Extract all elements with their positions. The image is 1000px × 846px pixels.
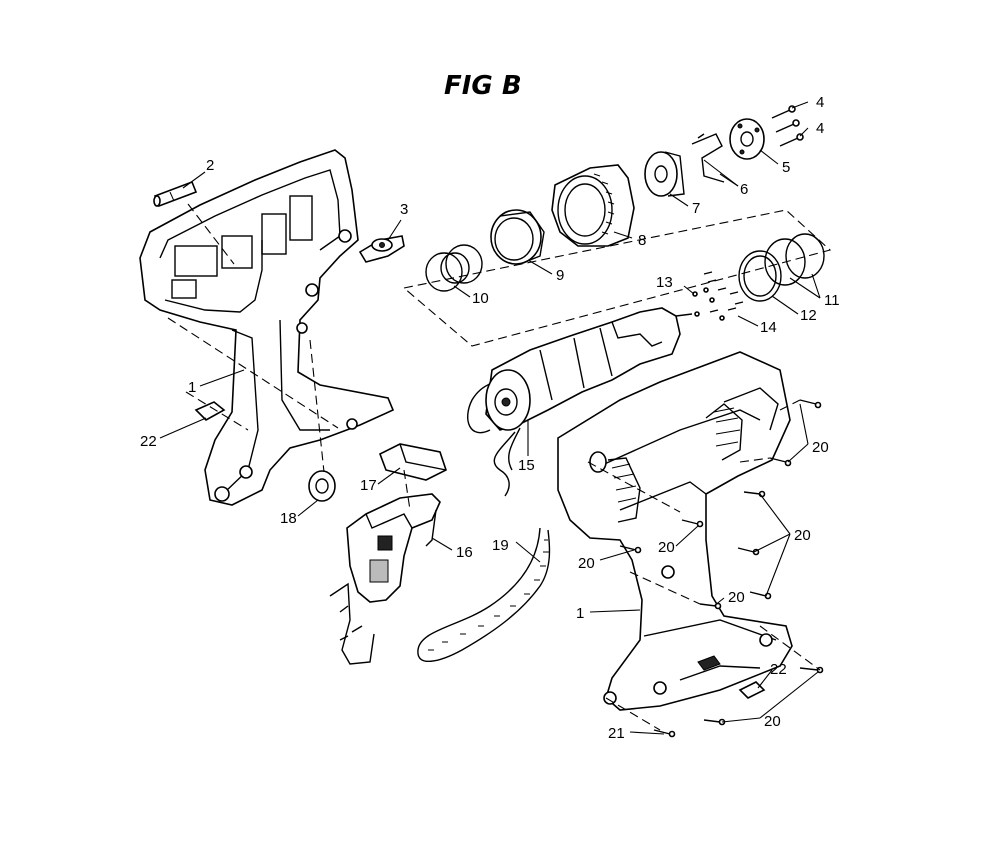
label-2: 2 <box>206 157 214 174</box>
label-1b: 1 <box>576 605 584 622</box>
label-15: 15 <box>518 457 535 474</box>
figure-title: FIG B <box>444 71 522 101</box>
label-20c: 20 <box>658 539 675 556</box>
label-9: 9 <box>556 267 564 284</box>
motor-gearbox-part <box>467 307 693 497</box>
small-clip-right <box>738 681 766 699</box>
label-11: 11 <box>824 292 840 309</box>
label-6: 6 <box>740 181 748 198</box>
label-22a: 22 <box>140 433 157 450</box>
label-19: 19 <box>492 537 509 554</box>
label-20b: 20 <box>794 527 811 544</box>
label-13: 13 <box>656 274 673 291</box>
label-21: 21 <box>608 725 625 742</box>
clips-part <box>691 133 725 183</box>
small-wheel-part <box>308 470 336 502</box>
housing-left-half <box>139 149 395 506</box>
label-7: 7 <box>692 200 700 217</box>
label-14: 14 <box>760 319 777 336</box>
gear-plate-part <box>644 151 685 197</box>
small-pins-part <box>692 271 744 321</box>
label-12: 12 <box>800 307 817 324</box>
label-1a: 1 <box>188 379 196 396</box>
housing-right-half <box>557 351 793 711</box>
leader-lines <box>159 101 821 735</box>
direction-switch-part <box>358 235 405 263</box>
label-4b: 4 <box>816 120 824 137</box>
button-cap-part <box>378 443 447 481</box>
screws-top <box>771 105 804 147</box>
label-18: 18 <box>280 510 297 527</box>
label-20d: 20 <box>578 555 595 572</box>
label-20a: 20 <box>812 439 829 456</box>
label-20f: 20 <box>764 713 781 730</box>
wrist-strap-part <box>417 527 551 663</box>
pin-part <box>153 180 198 208</box>
label-20e: 20 <box>728 589 745 606</box>
label-4a: 4 <box>816 94 824 111</box>
label-10: 10 <box>472 290 489 307</box>
small-clip-left <box>194 401 226 421</box>
rings-right-part <box>738 233 825 302</box>
label-17: 17 <box>360 477 377 494</box>
clutch-collar-part <box>551 164 635 247</box>
ring-part <box>490 209 545 265</box>
trigger-switch-part <box>329 493 441 665</box>
part-labels: 2 3 4 4 5 6 7 8 9 10 11 12 13 14 15 1 22… <box>140 94 840 742</box>
label-22b: 22 <box>770 661 787 678</box>
spring-rings-part <box>425 244 483 292</box>
label-5: 5 <box>782 159 790 176</box>
label-3: 3 <box>400 201 408 218</box>
assembly-lines <box>167 203 832 731</box>
front-plate-part <box>729 118 765 160</box>
label-16: 16 <box>456 544 473 561</box>
label-8: 8 <box>638 232 646 249</box>
